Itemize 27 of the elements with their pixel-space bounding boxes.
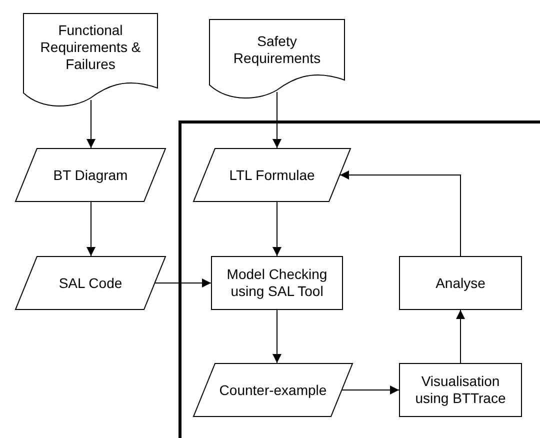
node-label: Safety Requirements (232, 32, 322, 66)
node-label: LTL Formulae (228, 166, 316, 184)
document-shape (209, 19, 345, 100)
process-box (211, 256, 343, 310)
arrow (342, 386, 400, 394)
node-label: Analyse (434, 274, 486, 292)
process-box (399, 363, 522, 417)
arrow (86, 100, 96, 148)
node-label: Visualisation using BTTrace (414, 373, 507, 407)
arrow (154, 278, 212, 288)
arrow (86, 202, 96, 256)
node-label: Functional Requirements & Failures (39, 22, 142, 73)
arrow (272, 92, 282, 148)
data-parallelogram (193, 148, 351, 202)
document-shape (23, 13, 158, 108)
process-box (399, 256, 522, 310)
node-label: Counter-example (218, 382, 328, 398)
arrow (272, 202, 282, 256)
data-parallelogram (193, 363, 353, 417)
node-label: SAL Code (58, 274, 124, 292)
node-label: BT Diagram (52, 166, 129, 184)
node-label: Model Checking using SAL Tool (226, 266, 328, 300)
data-parallelogram (15, 256, 166, 310)
arrow (272, 310, 282, 364)
arrow (340, 170, 461, 256)
arrow (456, 310, 465, 364)
data-parallelogram (15, 148, 166, 202)
